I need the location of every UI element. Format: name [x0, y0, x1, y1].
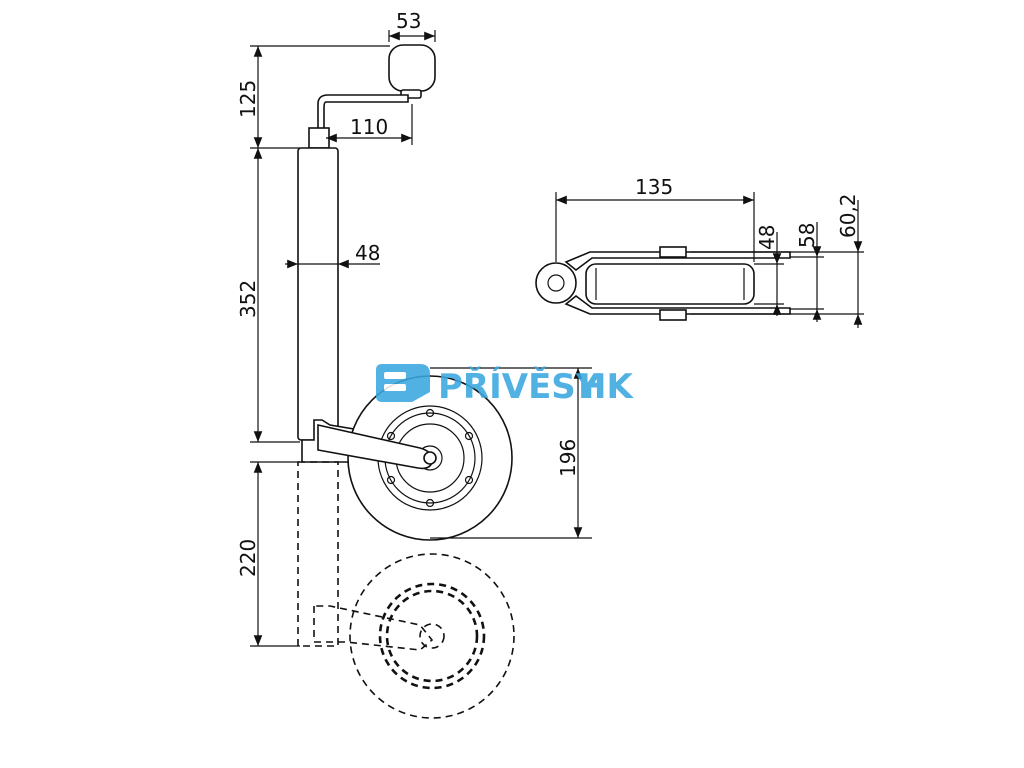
wheel-rim-ghost [378, 582, 486, 690]
dim-extension: 220 [236, 539, 260, 577]
dim-top-wheel-width: 48 [755, 225, 779, 250]
dim-tube-diameter: 48 [355, 241, 380, 265]
tube [297, 147, 339, 441]
top-tube-outer [535, 262, 577, 304]
dim-top-length: 135 [635, 175, 673, 199]
wheel-rim-inner-ghost [385, 589, 479, 683]
logo-trailer-icon [376, 364, 430, 402]
axle-nut [423, 451, 437, 465]
top-axle-cap-top [659, 246, 687, 258]
wheel-hub-ghost [419, 623, 445, 649]
logo-text-suffix: HK [578, 367, 634, 407]
logo-text-main: PŘÍVĚSY [438, 366, 601, 407]
brand-logo: PŘÍVĚSY HK [376, 364, 634, 407]
wheel-tire-ghost [349, 553, 515, 719]
handle-knob [388, 44, 436, 92]
wheel-bolts [386, 408, 474, 508]
top-tube-inner [547, 274, 565, 292]
dim-crank-length: 110 [350, 115, 388, 139]
fork-ghost [313, 605, 434, 651]
dim-top-hub-width: 58 [795, 223, 819, 248]
crank-arm [317, 94, 409, 131]
top-fork [564, 251, 791, 272]
tube-extension-ghost [297, 461, 339, 647]
dim-wheel-height: 196 [556, 439, 580, 477]
top-fork-lower [564, 294, 791, 315]
dim-handle-height: 125 [236, 80, 260, 118]
dim-handle-width: 53 [396, 9, 421, 33]
top-axle-cap-bottom [659, 309, 687, 321]
top-wheel [585, 263, 755, 305]
dim-top-total-width: 60,2 [836, 193, 860, 238]
dim-tube-length: 352 [236, 280, 260, 318]
